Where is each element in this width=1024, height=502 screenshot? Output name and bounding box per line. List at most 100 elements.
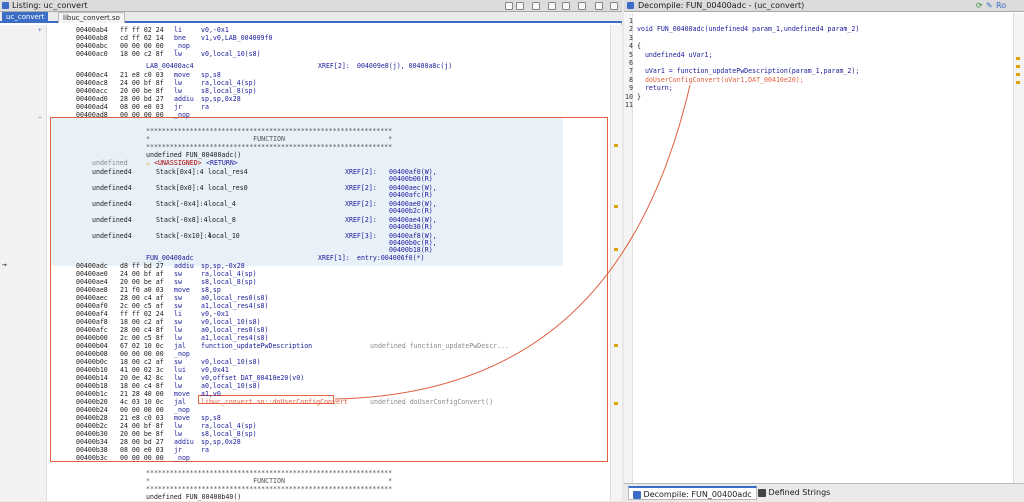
copy-icon[interactable] (505, 2, 513, 10)
tab-libuc-convert[interactable]: libuc_convert.so (58, 12, 125, 23)
decompile-title: Decompile: FUN_00400adc - (uc_convert) (638, 1, 805, 10)
function-stars: ****************************************… (146, 127, 393, 135)
instruction-bytes: 08 00 e0 03 (120, 103, 164, 111)
instruction-bytes: 41 00 02 3c (120, 366, 164, 374)
decompile-line[interactable]: 8 doUserConfigConvert(uVar1,DAT_00410e20… (624, 76, 804, 84)
current-location-arrow: → (2, 260, 7, 269)
instruction-operands: sp,s8 (201, 71, 221, 79)
decompile-line[interactable]: 1 (624, 17, 637, 25)
snapshot-icon[interactable] (548, 2, 556, 10)
decompile-line[interactable]: 5 undefined4 uVar1; (624, 51, 712, 59)
decompile-text: return; (637, 84, 673, 93)
instruction-operands: v0,-0x1 (201, 310, 229, 318)
instruction-operands: v0,local_10(s8) (201, 358, 261, 366)
refresh-icon[interactable]: ⟳ (976, 1, 983, 10)
decompile-text: void FUN_00400adc(undefined4 param_1,und… (637, 25, 860, 34)
instruction-bytes: cd ff 62 14 (120, 34, 164, 42)
instruction-bytes: 4c 03 10 0c (120, 398, 164, 406)
instruction-mnemonic: lui (174, 366, 186, 374)
listing-scrollbar[interactable] (610, 25, 622, 501)
instruction-address: 00400b28 (76, 414, 108, 422)
var-stack-location: Stack[-0x10]:4 (156, 232, 212, 240)
instruction-mnemonic: li (174, 310, 182, 318)
instruction-address: 00400af0 (76, 302, 108, 310)
paste-icon[interactable] (516, 2, 524, 10)
instruction-bytes: 20 00 be 8f (120, 87, 164, 95)
var-type: undefined4 (92, 216, 132, 224)
var-xref-value: 00400b2c(R) (389, 207, 433, 215)
decompile-line[interactable]: 4{ (624, 42, 641, 50)
instruction-address: 00400b18 (76, 382, 108, 390)
instruction-operands: sp,sp,0x28 (201, 95, 241, 103)
instruction-operands: s8,local_8(sp) (201, 87, 257, 95)
instruction-mnemonic: _nop (174, 454, 190, 462)
instruction-operands: v0,local_10(s8) (201, 318, 261, 326)
instruction-operands: a0,local_res0(s8) (201, 326, 269, 334)
instruction-operands: ra (201, 103, 209, 111)
instruction-mnemonic: move (174, 414, 190, 422)
decompile-window-icon (627, 2, 634, 9)
var-xref-label: XREF[2]: (345, 200, 377, 208)
decompile-line[interactable]: 10} (624, 93, 641, 101)
instruction-operands: a0,local_10(s8) (201, 382, 261, 390)
listing-tabbar: uc_convert libuc_convert.so (0, 12, 622, 23)
code-label: LAB_00400ac4 (146, 62, 194, 70)
instruction-mnemonic: lw (174, 50, 182, 58)
function-banner: * FUNCTION * (146, 135, 393, 143)
menu-icon[interactable] (595, 2, 603, 10)
expand-icon[interactable]: + (38, 27, 42, 34)
instruction-bytes: 18 00 c2 8f (120, 50, 164, 58)
ro-icon[interactable]: ✎ (986, 1, 993, 10)
entry-xref-label: XREF[1]: (318, 254, 350, 262)
instruction-bytes: 00 00 00 00 (120, 350, 164, 358)
instruction-bytes: 24 00 bf 8f (120, 79, 164, 87)
scroll-marker (1016, 73, 1020, 76)
instruction-address: 00400b3c (76, 454, 108, 462)
instruction-operands: libuc_convert.so::doUserConfigConvert (201, 398, 348, 406)
instruction-operands: s8,sp (201, 286, 221, 294)
instruction-address: 00400ad0 (76, 95, 108, 103)
instruction-mnemonic: move (174, 286, 190, 294)
instruction-mnemonic: bne (174, 34, 186, 42)
instruction-address: 00400ad4 (76, 103, 108, 111)
var-xref-label: XREF[3]: (345, 232, 377, 240)
edit-icon[interactable] (562, 2, 570, 10)
instruction-bytes: 24 00 bf af (120, 270, 164, 278)
instruction-mnemonic: jal (174, 398, 186, 406)
tab-decompile[interactable]: Decompile: FUN_00400adc (628, 486, 757, 500)
line-number: 5 (629, 50, 633, 59)
decompile-line[interactable]: 3 (624, 34, 637, 42)
tab-defined-strings[interactable]: Defined Strings (754, 486, 834, 500)
line-number: 11 (625, 101, 633, 109)
decompile-text: uVar1 = function_updatePwDescription(par… (637, 67, 860, 76)
instruction-bytes: 20 00 be 8f (120, 430, 164, 438)
cursor-icon[interactable] (532, 2, 540, 10)
close-icon[interactable] (610, 2, 618, 10)
tab-uc-convert[interactable]: uc_convert (2, 12, 49, 23)
decompile-tab-icon (633, 490, 641, 499)
next-function-stars: ****************************************… (146, 469, 393, 477)
tab-defined-strings-label: Defined Strings (768, 488, 831, 497)
instruction-bytes: 20 0e 42 8c (120, 374, 164, 382)
instruction-bytes: 21 28 40 00 (120, 390, 164, 398)
instruction-bytes: 2c 00 c5 8f (120, 334, 164, 342)
instruction-operands: s8,local_8(sp) (201, 430, 257, 438)
var-xref-value: 00400b18(R) (389, 246, 433, 254)
instruction-operands: sp,s8 (201, 414, 221, 422)
instruction-comment: undefined function_updatePwDescr... (370, 342, 509, 350)
next-function-stars: ****************************************… (146, 485, 393, 493)
camera-icon[interactable] (578, 2, 586, 10)
var-xref-label: XREF[2]: (345, 184, 377, 192)
decompile-scrollbar[interactable] (1013, 13, 1024, 483)
instruction-address: 00400b08 (76, 350, 108, 358)
decompile-line[interactable]: 6 (624, 59, 637, 67)
instruction-address: 00400b30 (76, 430, 108, 438)
decompile-line[interactable]: 7 uVar1 = function_updatePwDescription(p… (624, 67, 859, 75)
collapse-icon[interactable]: − (38, 114, 42, 121)
decompile-line[interactable]: 9 return; (624, 84, 673, 92)
instruction-mnemonic: sw (174, 318, 182, 326)
tab-decompile-label: Decompile: FUN_00400adc (643, 490, 752, 499)
decompile-line[interactable]: 11 (624, 101, 637, 109)
var-xref-value: 00400afc(R) (389, 191, 433, 199)
